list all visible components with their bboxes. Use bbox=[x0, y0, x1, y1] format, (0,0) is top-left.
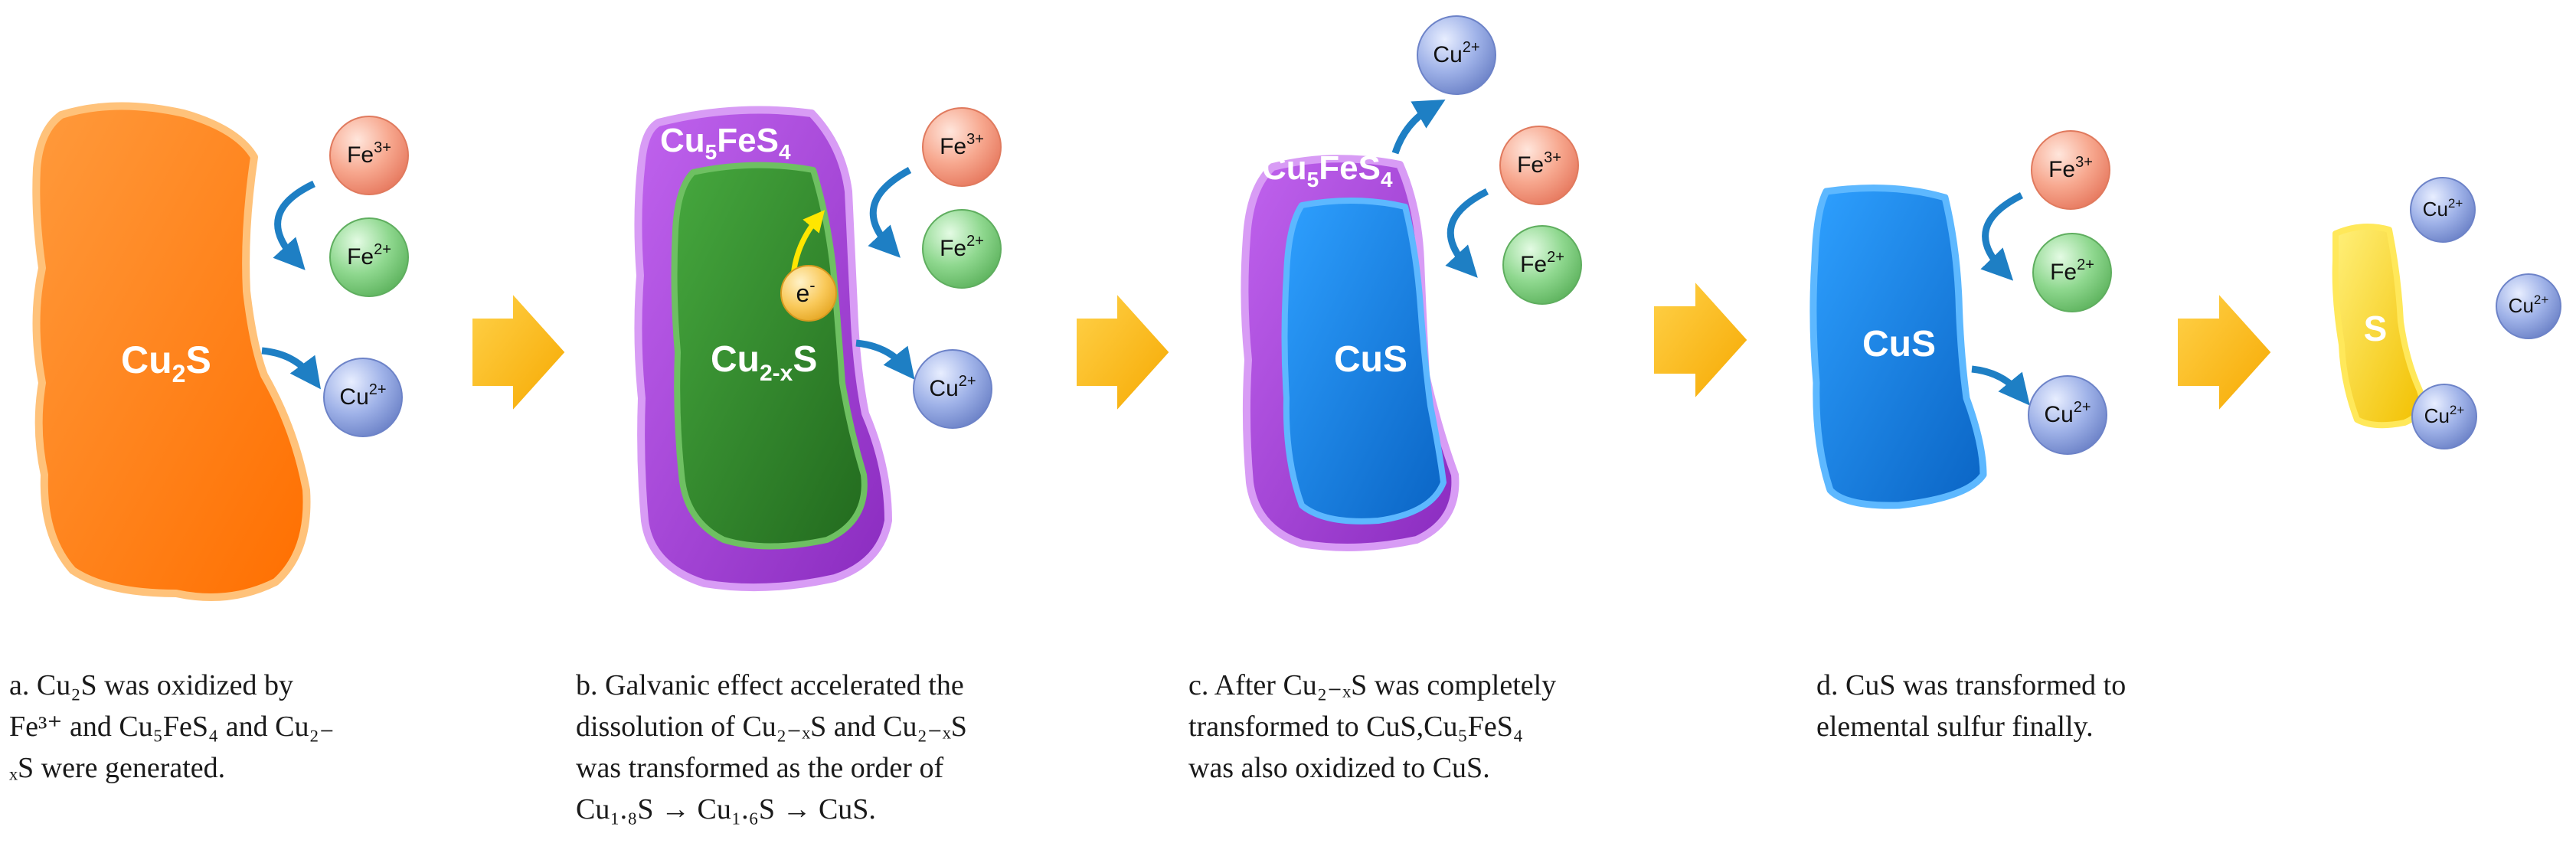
cu2-ion: Cu2+ bbox=[2411, 384, 2477, 449]
transition-arrow-3 bbox=[1651, 274, 1751, 406]
svg-text:Fe2+: Fe2+ bbox=[2050, 257, 2094, 285]
reduction-curl-arrow bbox=[1445, 188, 1489, 278]
cu2-ion: Cu2+ bbox=[2496, 273, 2561, 339]
svg-text:Cu2+: Cu2+ bbox=[2423, 196, 2463, 221]
caption-c: c. After Cu₂₋ₓS was completely transform… bbox=[1188, 669, 1557, 784]
reduction-curl-arrow bbox=[1980, 191, 2024, 281]
svg-text:Cu2+: Cu2+ bbox=[2424, 403, 2465, 427]
cu2xs-label: Cu2-xS bbox=[711, 339, 817, 386]
cus-core bbox=[1281, 198, 1447, 525]
caption-a: a. Cu₂S was oxidized by Fe³⁺ and Cu₅FeS₄… bbox=[9, 669, 335, 784]
transition-arrow-1 bbox=[469, 286, 569, 418]
fe3-ion: Fe3+ bbox=[922, 107, 1002, 187]
svg-text:Fe3+: Fe3+ bbox=[347, 139, 391, 168]
svg-text:Cu2+: Cu2+ bbox=[929, 373, 976, 401]
panel-e: S Cu2+ Cu2+ Cu2+ bbox=[2332, 177, 2561, 449]
svg-text:Cu2+: Cu2+ bbox=[339, 381, 386, 410]
fe2-ion: Fe2+ bbox=[329, 217, 409, 297]
cu5fes4-label: Cu5FeS4 bbox=[1262, 149, 1393, 191]
mineral-transformation-diagram: Cu2S Fe3+ Fe2+ Cu2+ Cu5FeS4 e- Cu bbox=[32, 15, 2561, 601]
electron: e- bbox=[780, 265, 837, 322]
fe2-ion: Fe2+ bbox=[922, 209, 1002, 289]
cus-particle bbox=[1809, 185, 1987, 509]
panel-d: CuS Fe3+ Fe2+ Cu2+ bbox=[1809, 130, 2112, 509]
cu2-ion: Cu2+ bbox=[323, 358, 403, 437]
transition-arrow-2 bbox=[1074, 286, 1173, 418]
svg-text:Fe3+: Fe3+ bbox=[940, 131, 984, 159]
cu2xs-core bbox=[671, 162, 868, 550]
cus-label: CuS bbox=[1334, 339, 1407, 380]
svg-text:Fe2+: Fe2+ bbox=[1520, 249, 1564, 277]
reduction-curl-arrow bbox=[273, 180, 315, 270]
release-arrow bbox=[855, 339, 915, 380]
transition-arrow-4 bbox=[2175, 286, 2275, 418]
cus-label: CuS bbox=[1862, 324, 1936, 364]
svg-text:Fe3+: Fe3+ bbox=[1517, 149, 1561, 178]
fe3-ion: Fe3+ bbox=[2031, 130, 2110, 210]
reduction-curl-arrow bbox=[868, 167, 912, 258]
svg-text:Cu2+: Cu2+ bbox=[2044, 399, 2091, 427]
panel-b: Cu5FeS4 e- Cu2-xS Fe3+ Fe2+ Cu2+ bbox=[634, 106, 1002, 592]
svg-text:Cu2+: Cu2+ bbox=[2509, 293, 2549, 317]
release-arrow bbox=[1391, 99, 1446, 155]
caption-b: b. Galvanic effect accelerated the disso… bbox=[576, 669, 967, 825]
svg-text:Fe2+: Fe2+ bbox=[940, 233, 984, 261]
svg-text:Cu2+: Cu2+ bbox=[1433, 39, 1479, 67]
cu5fes4-label: Cu5FeS4 bbox=[660, 122, 791, 164]
svg-text:e-: e- bbox=[796, 276, 815, 307]
panel-c: Cu5FeS4 CuS Cu2+ Fe3+ Fe2+ bbox=[1241, 15, 1582, 551]
release-arrow bbox=[261, 347, 321, 390]
fe3-ion: Fe3+ bbox=[1499, 126, 1579, 205]
cu2s-particle bbox=[32, 102, 311, 601]
cu2s-label: Cu2S bbox=[121, 338, 211, 387]
cu2-ion: Cu2+ bbox=[2028, 375, 2107, 455]
svg-text:Fe2+: Fe2+ bbox=[347, 241, 391, 270]
panel-a: Cu2S Fe3+ Fe2+ Cu2+ bbox=[32, 102, 409, 601]
caption-d: d. CuS was transformed to elemental sulf… bbox=[1816, 669, 2127, 743]
cu2-ion: Cu2+ bbox=[2410, 177, 2476, 243]
sulfur-label: S bbox=[2364, 309, 2388, 348]
fe2-ion: Fe2+ bbox=[2032, 233, 2112, 312]
fe3-ion: Fe3+ bbox=[329, 116, 409, 195]
cu2-ion: Cu2+ bbox=[1417, 15, 1496, 95]
svg-text:Fe3+: Fe3+ bbox=[2048, 154, 2093, 182]
cu2-ion: Cu2+ bbox=[913, 349, 992, 429]
fe2-ion: Fe2+ bbox=[1502, 225, 1582, 305]
release-arrow bbox=[1971, 365, 2030, 406]
